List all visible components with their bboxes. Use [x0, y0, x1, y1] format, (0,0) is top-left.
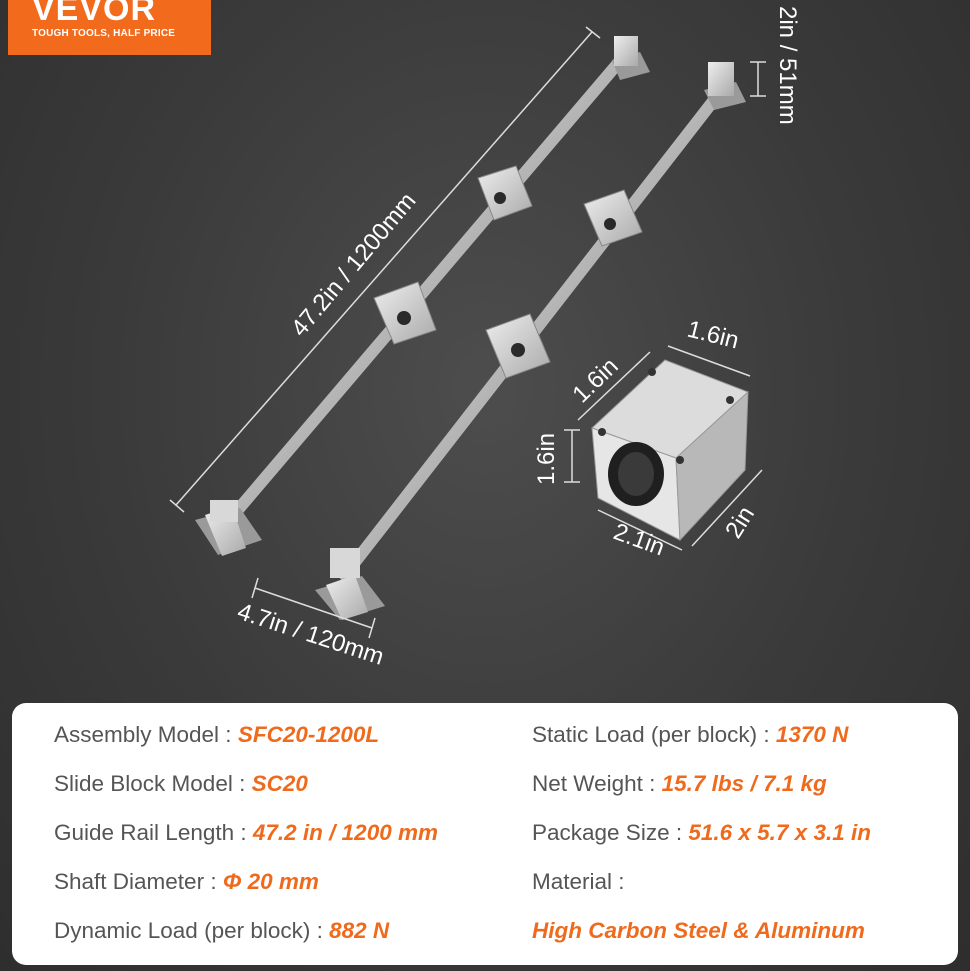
spec-shaft-diameter: Shaft Diameter : Φ 20 mm	[54, 869, 319, 894]
slide-block-upper-right	[583, 189, 643, 247]
block-width-top-label: 1.6in	[685, 316, 742, 355]
spec-package-size: Package Size : 51.6 x 5.7 x 3.1 in	[532, 820, 871, 845]
spec-guide-rail-length: Guide Rail Length : 47.2 in / 1200 mm	[54, 820, 438, 845]
slide-block-detail	[591, 359, 749, 542]
slide-block-lower-left	[373, 281, 437, 345]
spec-dynamic-load: Dynamic Load (per block) : 882 N	[54, 918, 390, 943]
vevor-logo: VEVOR TOUGH TOOLS, HALF PRICE	[8, 0, 211, 55]
spec-panel: Assembly Model : SFC20-1200L Slide Block…	[12, 703, 958, 965]
slide-block-upper-left	[477, 165, 533, 221]
block-depth-top-label: 1.6in	[567, 353, 623, 409]
guide-rail-left	[195, 36, 650, 556]
block-height-label: 1.6in	[533, 433, 560, 485]
spec-material-label: Material :	[532, 869, 625, 894]
logo-tagline: TOUGH TOOLS, HALF PRICE	[32, 28, 176, 39]
support-height-label: 2in / 51mm	[774, 6, 801, 125]
guide-rail-right	[315, 62, 746, 620]
shaft-support-bottom-left	[195, 500, 262, 556]
spec-slide-block-model: Slide Block Model : SC20	[54, 771, 308, 796]
block-height-dimension: 1.6in	[533, 429, 580, 485]
shaft-support-top-left	[612, 36, 650, 80]
product-illustration: 47.2in / 1200mm 2in / 51mm	[169, 6, 801, 639]
spec-assembly-model: Assembly Model : SFC20-1200L	[54, 722, 380, 747]
slide-block-lower-right	[485, 313, 551, 379]
shaft-support-top-right	[704, 62, 746, 110]
shaft-support-bottom-right	[315, 548, 385, 620]
spec-net-weight: Net Weight : 15.7 lbs / 7.1 kg	[532, 771, 827, 796]
spec-static-load: Static Load (per block) : 1370 N	[532, 722, 849, 747]
support-height-dimension: 2in / 51mm	[750, 6, 801, 125]
spec-material-value: High Carbon Steel & Aluminum	[532, 918, 865, 943]
logo-brand: VEVOR	[32, 0, 157, 28]
